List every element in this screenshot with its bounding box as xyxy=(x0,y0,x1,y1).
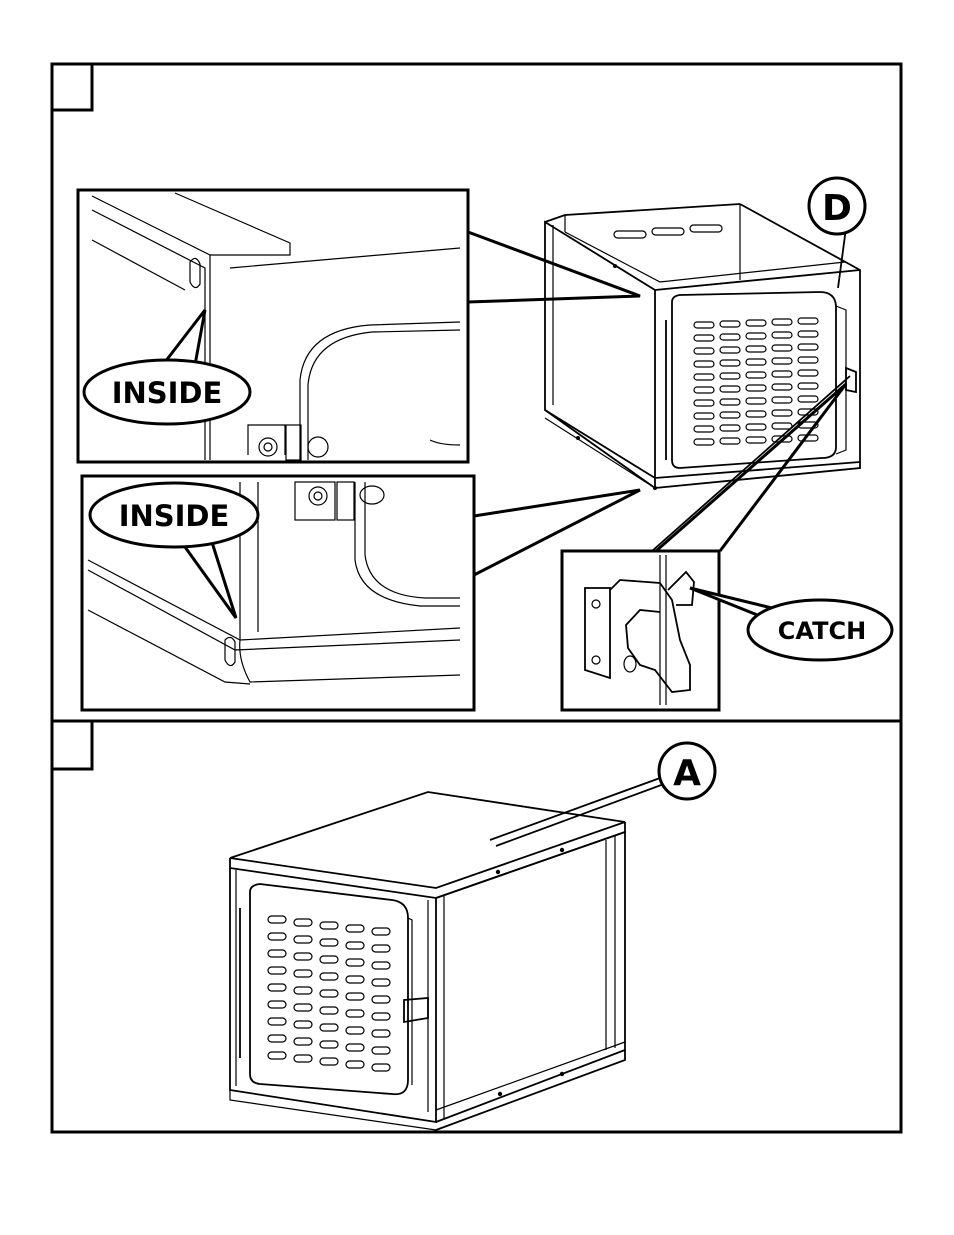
inside-callout-top: INSIDE xyxy=(84,310,250,424)
crate-frame-open xyxy=(545,204,860,490)
inside-label-top: INSIDE xyxy=(112,376,223,410)
step-panel-2: A xyxy=(52,721,901,1132)
step-number-box-2 xyxy=(52,721,92,769)
step-panel-1: INSIDE INSIDE xyxy=(52,64,901,721)
catch-label: CATCH xyxy=(778,617,866,645)
catch-latch xyxy=(846,368,856,392)
inside-label-bottom: INSIDE xyxy=(119,499,230,533)
step-number-box-1 xyxy=(52,64,92,110)
part-letter-a: A xyxy=(673,753,701,794)
crate-closed xyxy=(230,792,625,1130)
part-letter-d: D xyxy=(822,188,852,229)
inside-callout-bottom: INSIDE xyxy=(90,483,258,618)
